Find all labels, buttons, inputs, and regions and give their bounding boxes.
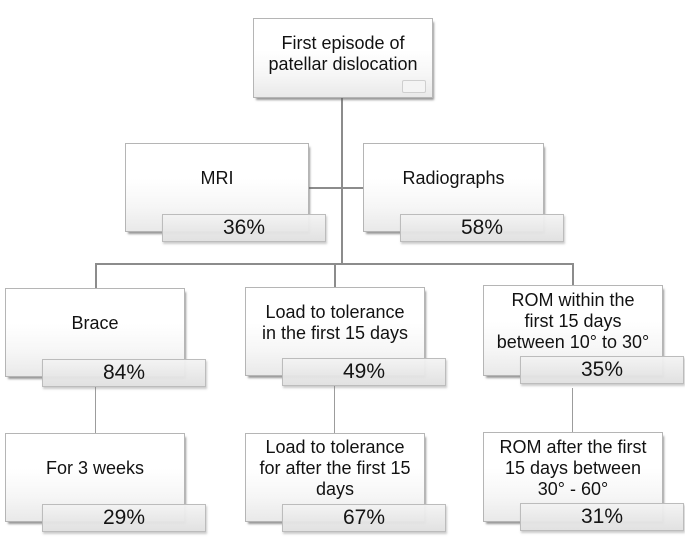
- connector-stub-rom15: [572, 263, 574, 285]
- node-load-tolerance-after-first-15-days: Load to tolerance for after the first 15…: [245, 433, 446, 532]
- node-rom-after-first-15-days: ROM after the first 15 days between 30° …: [483, 432, 684, 531]
- percent-badge-for-3-weeks: 29%: [42, 504, 206, 532]
- node-rom-within-first-15-days: ROM within the first 15 days between 10°…: [483, 285, 684, 384]
- percent-badge-load-tolerance-first-15-days: 49%: [282, 358, 446, 386]
- node-mri: MRI 36%: [125, 143, 326, 242]
- node-for-3-weeks: For 3 weeks 29%: [5, 433, 206, 532]
- percent-badge-rom-within-first-15-days: 35%: [520, 356, 684, 384]
- connector-stub-brace: [95, 263, 97, 288]
- node-load-tolerance-first-15-days-label: Load to tolerance in the first 15 days: [261, 301, 409, 343]
- connector-mri-radiographs: [309, 187, 363, 189]
- node-brace-label: Brace: [71, 313, 119, 333]
- node-first-episode: First episode of patellar dislocation: [253, 18, 433, 98]
- connector-stub-load15: [334, 263, 336, 287]
- node-first-episode-label: First episode of patellar dislocation: [268, 33, 418, 74]
- connector-root-vertical: [341, 98, 343, 264]
- percent-badge-brace: 84%: [42, 359, 206, 387]
- percent-badge-load-tolerance-after-first-15-days: 67%: [282, 504, 446, 532]
- connector-brace-weeks3: [95, 386, 96, 433]
- node-radiographs: Radiographs 58%: [363, 143, 564, 242]
- node-rom-within-first-15-days-label: ROM within the first 15 days between 10°…: [496, 290, 650, 352]
- node-load-tolerance-after-first-15-days-label: Load to tolerance for after the first 15…: [259, 437, 411, 499]
- empty-percent-placeholder: [402, 80, 426, 93]
- connector-load15-loadafter: [334, 386, 335, 433]
- node-radiographs-label: Radiographs: [402, 168, 505, 188]
- node-rom-after-first-15-days-label: ROM after the first 15 days between 30° …: [499, 436, 647, 499]
- percent-badge-mri: 36%: [162, 214, 326, 242]
- connector-rom15-romafter: [572, 388, 573, 432]
- percent-badge-radiographs: 58%: [400, 214, 564, 242]
- percent-badge-rom-after-first-15-days: 31%: [520, 503, 684, 531]
- node-brace: Brace 84%: [5, 288, 206, 387]
- node-load-tolerance-first-15-days: Load to tolerance in the first 15 days 4…: [245, 287, 446, 386]
- node-mri-label: MRI: [200, 168, 234, 188]
- node-for-3-weeks-label: For 3 weeks: [45, 458, 145, 478]
